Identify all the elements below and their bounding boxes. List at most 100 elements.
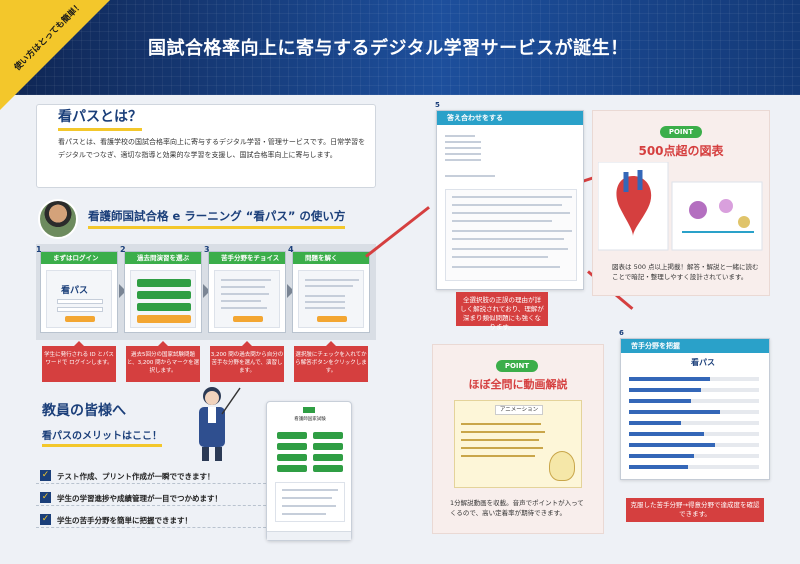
weak-area-bar-fill <box>629 465 688 469</box>
weak-area-bar-fill <box>629 399 692 403</box>
menu-button[interactable] <box>313 432 343 439</box>
answer-choice[interactable] <box>305 307 345 309</box>
exam-option[interactable] <box>137 279 191 287</box>
step-1-label: まずはログイン <box>53 254 99 262</box>
topic-row[interactable] <box>221 293 269 295</box>
topic-row[interactable] <box>221 279 271 281</box>
step-1-number: 1 <box>36 245 42 254</box>
topic-row[interactable] <box>221 286 265 288</box>
notice-item[interactable] <box>282 505 336 507</box>
card-5-number: 5 <box>435 101 440 109</box>
page-title: 国試合格率向上に寄与するデジタル学習サービスが誕生！ <box>148 38 629 59</box>
topic-select-screenshot <box>214 270 280 328</box>
video-text-line <box>461 431 545 433</box>
choice-line[interactable] <box>445 153 481 155</box>
choice-line[interactable] <box>445 147 481 149</box>
answer-check-card: 5 答え合わせをする <box>435 101 584 290</box>
step-4-header: 4 問題を解く <box>288 245 369 264</box>
explanation-line <box>452 220 552 222</box>
choice-line[interactable] <box>445 159 481 161</box>
corner-ribbon <box>0 0 110 110</box>
weak-area-bar-fill <box>629 377 710 381</box>
figures-point-heading: 500点超の図表 <box>638 144 724 158</box>
step-2-number: 2 <box>120 245 126 254</box>
question-text <box>305 285 353 287</box>
weak-area-bar <box>629 443 759 447</box>
phone-footer <box>267 531 351 540</box>
video-point-body: 1分解説動画を収載。音声でポイントが入ってくるので、高い定着率が期待できます。 <box>450 499 584 517</box>
video-text-line <box>461 423 541 425</box>
video-text-line <box>461 455 535 457</box>
weak-area-bar-fill <box>629 410 720 414</box>
step-3-header: 3 苦手分野をチョイス <box>204 245 285 264</box>
login-button[interactable] <box>65 316 95 322</box>
step-1-card: 1 まずはログイン 看パス <box>36 245 118 333</box>
exam-option[interactable] <box>137 291 191 299</box>
weak-area-bar-fill <box>629 443 715 447</box>
video-text-line <box>461 439 539 441</box>
weak-area-bar <box>629 377 759 381</box>
step-3-card: 3 苦手分野をチョイス <box>204 245 286 333</box>
exam-select-screenshot <box>130 270 196 328</box>
about-card <box>36 104 376 188</box>
weak-area-bar-fill <box>629 388 701 392</box>
menu-button[interactable] <box>277 443 307 450</box>
checkbox-icon: ✓ <box>40 492 51 503</box>
video-point-badge: POINT <box>496 360 538 372</box>
topic-row[interactable] <box>221 307 267 309</box>
about-heading: 看パスとは？ <box>58 106 142 131</box>
answer-check-body <box>445 133 577 283</box>
step-1-header: 1 まずはログイン <box>36 245 117 264</box>
menu-button[interactable] <box>277 465 307 472</box>
notice-item[interactable] <box>282 489 338 491</box>
exam-option[interactable] <box>137 315 191 323</box>
step-3-note: 3,200 問の過去問から自分の苦手な分野を選んで、演習します。 <box>210 341 284 382</box>
weak-area-bar <box>629 388 759 392</box>
weak-area-bar <box>629 399 759 403</box>
howto-title: 看護師国試合格 e ラーニング “看パス” の使い方 <box>88 208 346 229</box>
checkbox-icon: ✓ <box>40 514 51 525</box>
login-app-name: 看パス <box>61 286 89 296</box>
weak-area-header: 苦手分野を把握 <box>621 339 769 353</box>
weak-area-card: 6 苦手分野を把握 看パス <box>619 329 770 480</box>
menu-button[interactable] <box>313 443 343 450</box>
mascot-icon <box>549 451 575 481</box>
video-text-line <box>461 447 543 449</box>
answer-choice[interactable] <box>305 295 345 297</box>
login-password-field[interactable] <box>57 307 103 312</box>
choice-line[interactable] <box>445 141 481 143</box>
exam-option[interactable] <box>137 303 191 311</box>
merit-text: テスト作成、プリント作成が一瞬でできます！ <box>57 472 215 481</box>
video-tag: アニメーション <box>495 405 543 415</box>
video-thumbnail[interactable]: アニメーション <box>454 400 582 488</box>
menu-button[interactable] <box>313 465 343 472</box>
start-button[interactable] <box>233 316 263 322</box>
notice-item[interactable] <box>282 497 332 499</box>
step-4-number: 4 <box>288 245 294 254</box>
menu-button[interactable] <box>277 454 307 461</box>
step-4-card: 4 問題を解く <box>288 245 370 333</box>
question-screenshot <box>298 270 364 328</box>
menu-button[interactable] <box>313 454 343 461</box>
explanation-line <box>452 256 548 258</box>
login-id-field[interactable] <box>57 299 103 304</box>
explanation-line <box>452 204 562 206</box>
choice-line[interactable] <box>445 175 495 177</box>
notice-item[interactable] <box>282 513 326 515</box>
step-4-label: 問題を解く <box>305 254 338 262</box>
merit-text: 学生の学習進捗や成績管理が一目でつかめます！ <box>57 494 222 503</box>
answer-button[interactable] <box>317 316 347 322</box>
menu-button[interactable] <box>277 432 307 439</box>
topic-row[interactable] <box>221 300 261 302</box>
checkbox-icon: ✓ <box>40 470 51 481</box>
weak-area-bar-fill <box>629 432 705 436</box>
notice-list <box>275 482 345 522</box>
step-3-label: 苦手分野をチョイス <box>221 254 280 262</box>
explanation-line <box>452 248 568 250</box>
step-3-number: 3 <box>204 245 210 254</box>
answer-choice[interactable] <box>305 301 345 303</box>
figures-point-badge: POINT <box>660 126 702 138</box>
weak-area-bar <box>629 465 759 469</box>
step-2-note: 過去5回分の国家試験問題と、3,200 問からマークを選択します。 <box>126 341 200 382</box>
